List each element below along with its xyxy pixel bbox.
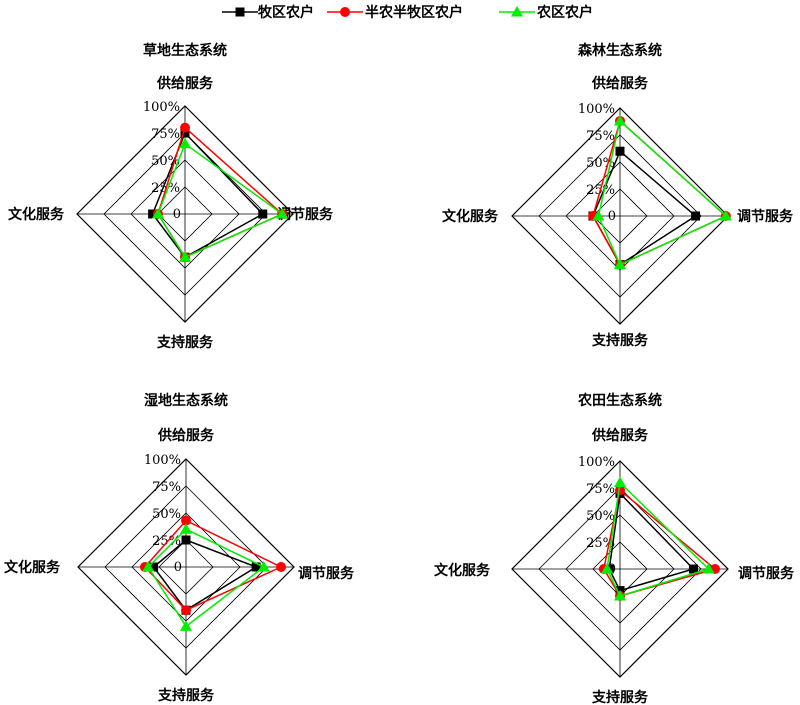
series-农区农户	[142, 523, 270, 631]
data-point	[614, 258, 626, 270]
axis-label: 支持服务	[591, 689, 649, 705]
radar-charts: 草地生态系统025%50%75%100%供给服务调节服务支持服务文化服务森林生态…	[4, 42, 795, 705]
axis-label: 供给服务	[591, 75, 649, 92]
data-point	[180, 128, 190, 138]
axis-label: 调节服务	[277, 206, 334, 223]
legend-item-2: 农区农户	[499, 4, 593, 21]
series-农区农户	[592, 114, 732, 270]
tick-label: 0	[173, 207, 181, 222]
data-point	[251, 562, 261, 572]
series-line	[603, 488, 717, 597]
data-point	[615, 146, 625, 156]
data-point	[258, 209, 268, 219]
legend-item-0: 牧区农户	[222, 4, 314, 21]
legend-label: 农区农户	[536, 4, 593, 21]
tick-label: 75%	[586, 129, 615, 144]
axis-label: 文化服务	[4, 559, 61, 576]
tick-label: 100%	[143, 100, 180, 115]
tick-label: 75%	[151, 127, 180, 142]
data-point	[180, 620, 192, 631]
data-point	[614, 114, 626, 126]
data-point	[181, 605, 191, 616]
axis-label: 供给服务	[157, 427, 215, 444]
legend-marker	[340, 7, 350, 17]
axis-label: 支持服务	[156, 334, 214, 351]
legend-item-1: 半农半牧区农户	[327, 4, 463, 21]
axis-label: 调节服务	[737, 208, 794, 225]
legend-marker	[235, 7, 245, 17]
data-point	[688, 564, 698, 574]
axis-label: 支持服务	[591, 332, 649, 349]
axis-label: 供给服务	[156, 75, 214, 92]
data-point	[614, 476, 626, 488]
tick-label: 50%	[586, 156, 615, 171]
data-point	[181, 535, 191, 545]
chart-title: 森林生态系统	[578, 42, 662, 59]
axis-label: 文化服务	[8, 206, 65, 223]
data-point	[148, 209, 158, 219]
chart-title: 农田生态系统	[577, 392, 662, 409]
data-point	[615, 485, 625, 496]
legend-label: 牧区农户	[258, 4, 314, 21]
chart-title: 湿地生态系统	[144, 392, 228, 409]
tick-label: 100%	[578, 102, 615, 117]
legend-marker	[511, 6, 523, 17]
data-point	[179, 251, 191, 262]
tick-label: 100%	[578, 455, 615, 470]
data-point	[691, 211, 701, 221]
data-point	[592, 210, 605, 221]
data-point	[179, 137, 191, 149]
data-point	[719, 210, 732, 221]
tick-label: 75%	[586, 482, 615, 497]
tick-label: 0	[608, 209, 616, 224]
data-point	[152, 208, 164, 219]
data-point	[276, 562, 287, 572]
chart-title: 草地生态系统	[143, 42, 227, 59]
tick-label: 75%	[152, 480, 181, 495]
axis-label: 文化服务	[442, 208, 499, 225]
tick-label: 0	[174, 560, 182, 575]
data-point	[180, 523, 192, 534]
data-point	[614, 590, 626, 601]
axis-label: 文化服务	[434, 562, 491, 579]
data-point	[257, 561, 270, 572]
legend: 牧区农户 半农半牧区农户 农区农户	[222, 4, 593, 21]
data-point	[181, 515, 191, 526]
data-point	[142, 561, 155, 572]
tick-label: 100%	[144, 453, 181, 468]
data-point	[180, 122, 190, 133]
data-point	[702, 563, 715, 574]
axis-label: 调节服务	[298, 565, 355, 582]
tick-label: 50%	[586, 509, 615, 524]
data-point	[149, 562, 159, 572]
series-line	[597, 119, 728, 266]
axis-label: 支持服务	[157, 687, 215, 704]
data-point	[276, 208, 289, 219]
axis-label: 调节服务	[738, 565, 795, 582]
series-农区农户	[152, 137, 289, 262]
tick-label: 50%	[152, 507, 181, 522]
legend-label: 半农半牧区农户	[365, 4, 463, 21]
axis-label: 供给服务	[591, 427, 649, 444]
series-牧区农户	[604, 488, 698, 596]
series-农区农户	[601, 476, 715, 601]
data-point	[601, 563, 614, 574]
